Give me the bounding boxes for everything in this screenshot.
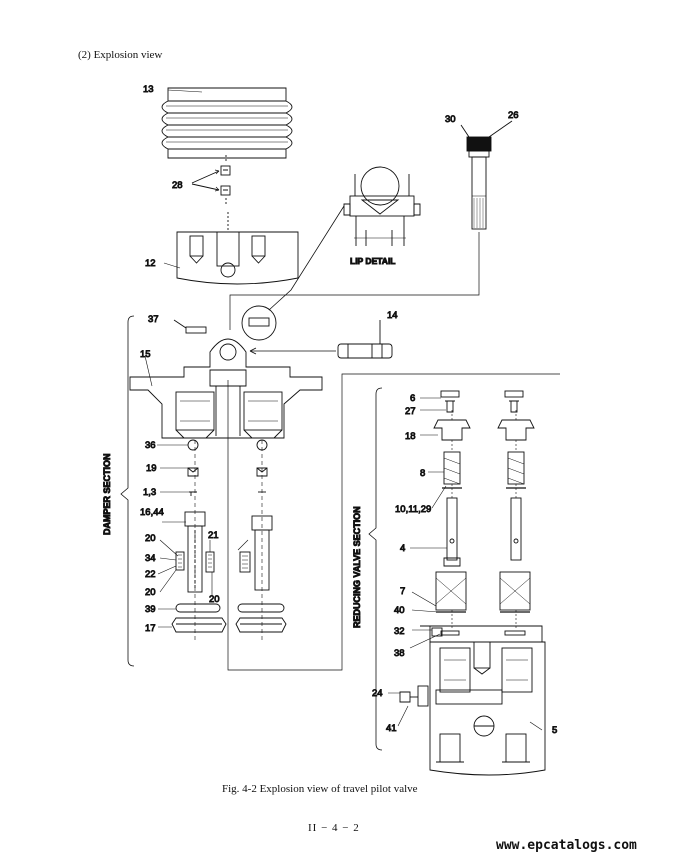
plate-part — [176, 212, 299, 285]
pin-part — [185, 326, 207, 334]
label-20a: 20 — [145, 533, 156, 544]
label-4: 4 — [400, 543, 405, 554]
label-1-3: 1,3 — [143, 487, 156, 498]
label-20b: 20 — [209, 594, 220, 605]
section-heading: (2) Explosion view — [78, 49, 163, 61]
label-22: 22 — [145, 569, 156, 580]
shaft-part — [249, 320, 393, 359]
label-20c: 20 — [145, 587, 156, 598]
label-7: 7 — [400, 586, 405, 597]
reducing-section-label: REDUCING VALVE SECTION — [352, 506, 362, 628]
label-8: 8 — [420, 468, 425, 479]
lip-detail-view — [343, 166, 421, 246]
label-34: 34 — [145, 553, 156, 564]
label-40: 40 — [394, 605, 405, 616]
label-10-11-29: 10,11,29 — [395, 504, 431, 515]
label-36: 36 — [145, 440, 156, 451]
label-13: 13 — [143, 84, 154, 95]
label-18: 18 — [405, 431, 416, 442]
label-32: 32 — [394, 626, 405, 637]
reducing-left-stack — [431, 390, 471, 637]
label-19: 19 — [146, 463, 157, 474]
label-39: 39 — [145, 604, 156, 615]
screws-part — [191, 155, 231, 206]
label-14: 14 — [387, 310, 398, 321]
figure-caption: Fig. 4-2 Explosion view of travel pilot … — [222, 783, 418, 795]
valve-body-part — [399, 625, 546, 776]
label-5: 5 — [552, 725, 557, 736]
label-24: 24 — [372, 688, 383, 699]
label-15: 15 — [140, 349, 151, 360]
damper-body-part — [129, 338, 323, 439]
label-16-44: 16,44 — [140, 507, 164, 518]
label-38: 38 — [394, 648, 405, 659]
label-21: 21 — [208, 530, 219, 541]
lip-detail-label: LIP DETAIL — [350, 256, 396, 266]
damper-section-label: DAMPER SECTION — [102, 453, 112, 535]
label-37: 37 — [148, 314, 159, 325]
boot-part — [161, 87, 293, 159]
label-17: 17 — [145, 623, 156, 634]
label-26: 26 — [508, 110, 519, 121]
label-41: 41 — [386, 723, 397, 734]
damper-small-parts — [171, 439, 227, 633]
damper-right-parts — [235, 439, 287, 633]
bolt-part — [229, 120, 513, 330]
page-number: II − 4 − 2 — [308, 822, 360, 834]
label-30: 30 — [445, 114, 456, 125]
watermark: www.epcatalogs.com — [496, 838, 637, 853]
label-12: 12 — [145, 258, 156, 269]
label-6: 6 — [410, 393, 415, 404]
reducing-right-stack — [497, 390, 535, 636]
label-27: 27 — [405, 406, 416, 417]
label-28: 28 — [172, 180, 183, 191]
